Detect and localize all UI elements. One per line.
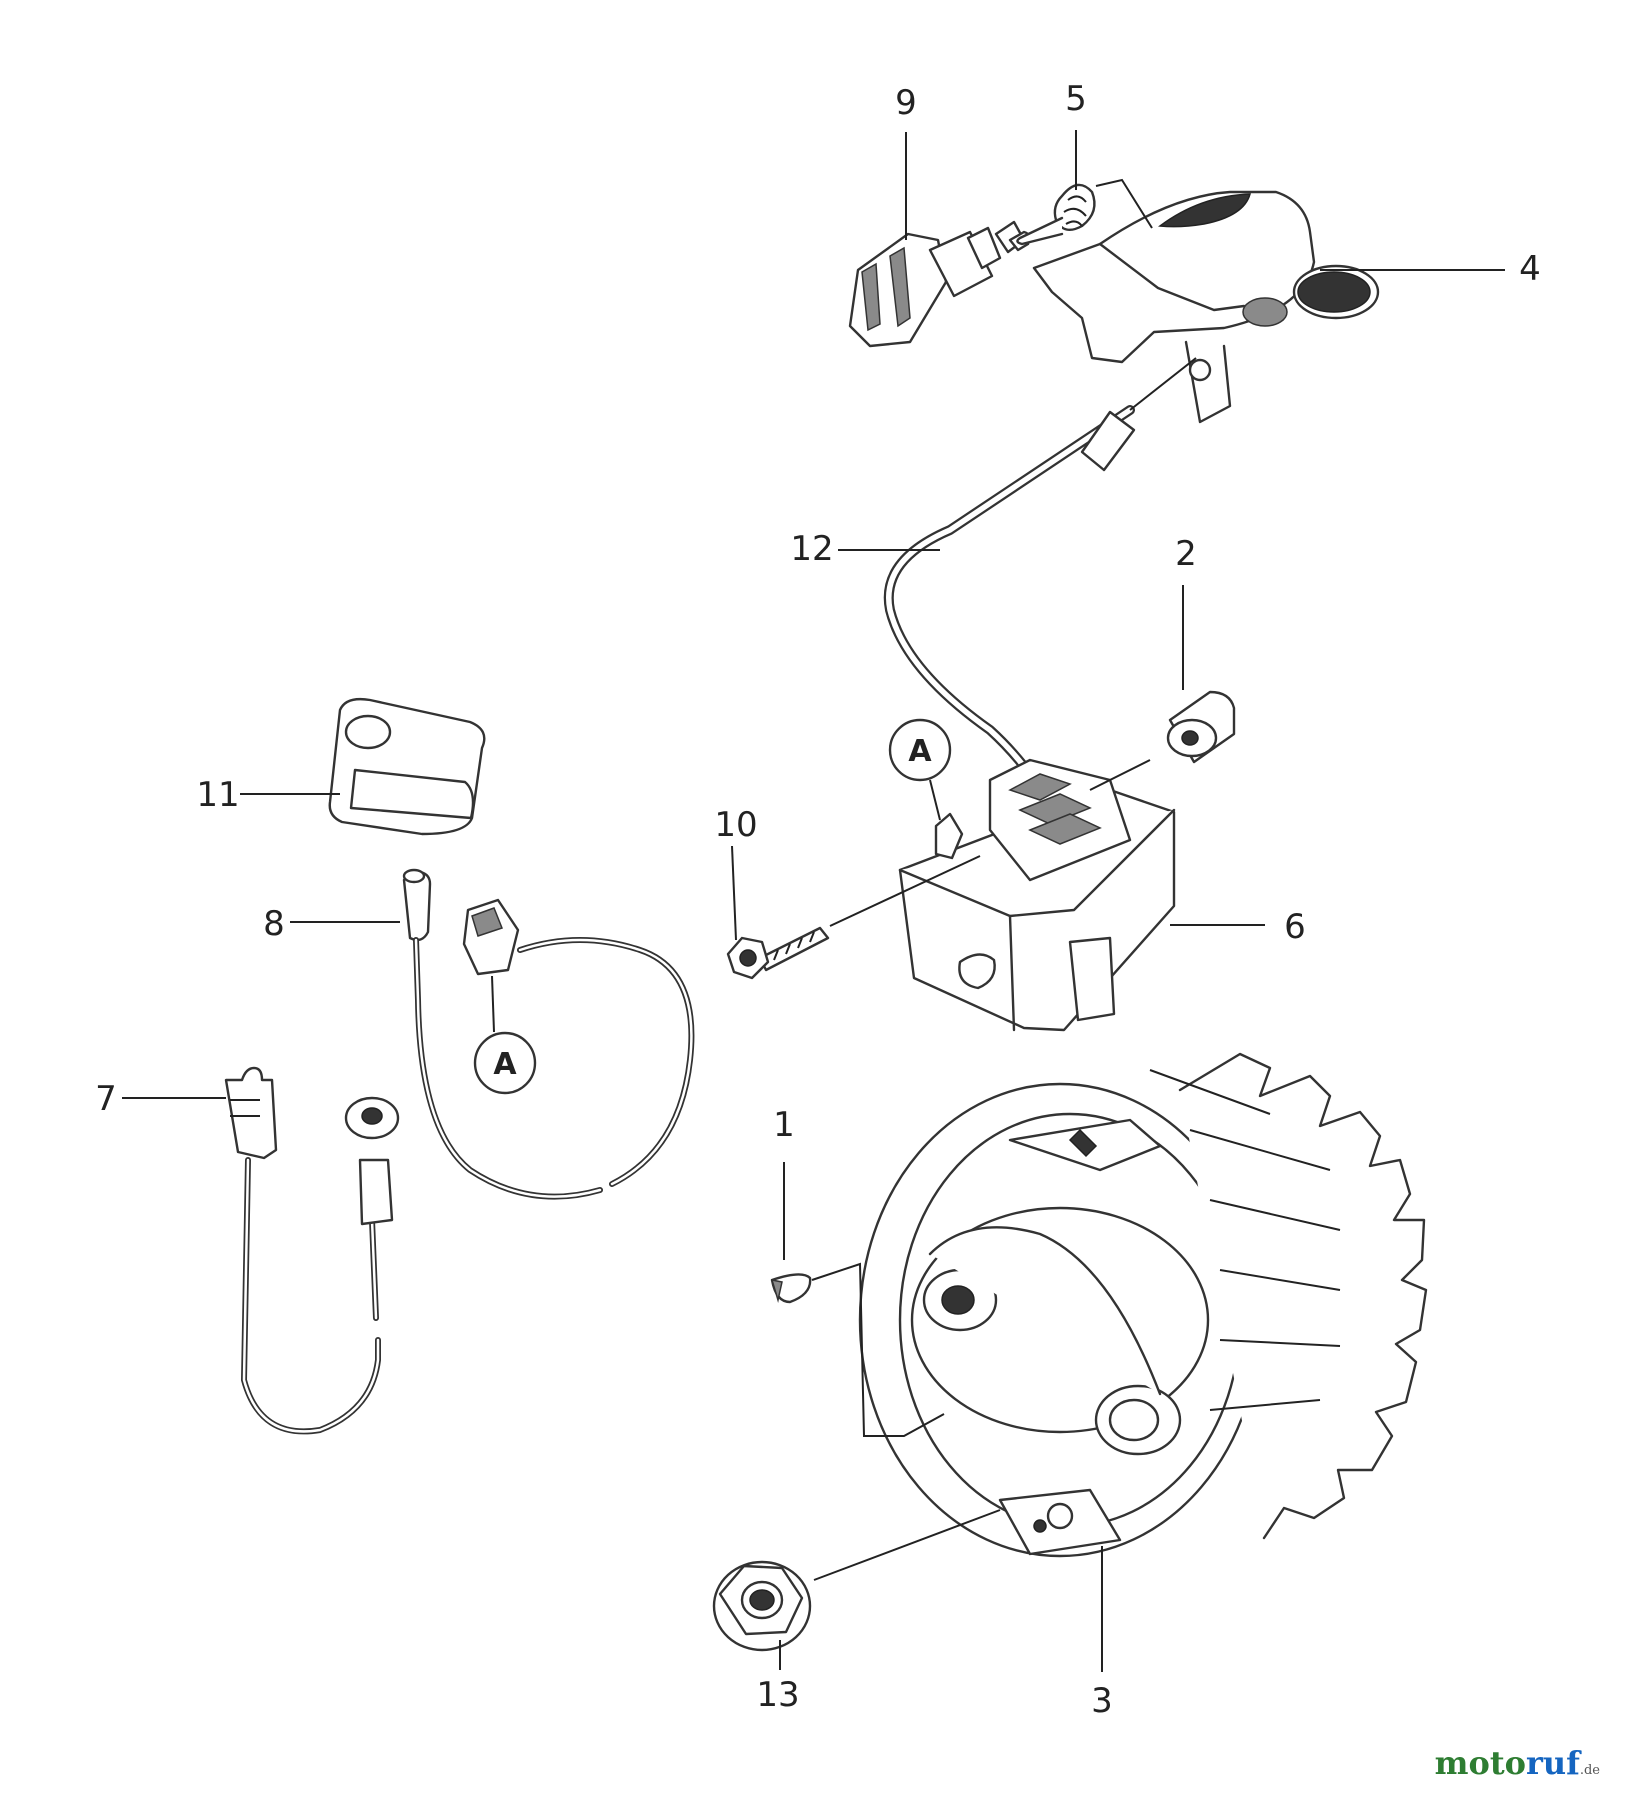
spark-plug-spring <box>1016 183 1096 246</box>
callout-4: 4 <box>1519 249 1541 289</box>
reference-marker-label: A <box>908 734 932 769</box>
stop-wire <box>402 868 695 1200</box>
leader-lines <box>122 130 1505 1672</box>
grommet <box>328 697 486 836</box>
spark-plug <box>848 220 1031 348</box>
callout-5: 5 <box>1065 79 1087 119</box>
spacer <box>1166 690 1236 764</box>
callout-7: 7 <box>95 1079 117 1119</box>
callout-9: 9 <box>895 83 917 123</box>
callout-labels: 1 2 3 4 5 6 7 8 9 10 11 12 13 <box>95 79 1541 1721</box>
watermark-brand-part1: moto <box>1434 1744 1526 1782</box>
reference-marker-a-lower: A <box>473 1031 537 1095</box>
watermark-brand-part2: ruf <box>1525 1744 1580 1782</box>
ignition-module <box>898 758 1176 1032</box>
callout-13: 13 <box>756 1675 799 1715</box>
callout-8: 8 <box>263 904 285 944</box>
ground-lead <box>224 1066 400 1435</box>
reference-marker-label: A <box>493 1047 517 1082</box>
callout-10: 10 <box>714 805 757 845</box>
callout-1: 1 <box>773 1105 795 1145</box>
callout-12: 12 <box>790 529 833 569</box>
flywheel <box>858 1052 1428 1558</box>
callout-2: 2 <box>1175 534 1197 574</box>
plug-boot <box>1032 190 1380 424</box>
woodruff-key <box>770 1273 812 1304</box>
watermark-tld: .de <box>1579 1763 1600 1778</box>
callout-11: 11 <box>196 775 239 815</box>
callout-6: 6 <box>1284 907 1306 947</box>
reference-marker-a-upper: A <box>888 718 952 782</box>
site-watermark: motoruf.de <box>1435 1744 1600 1782</box>
callout-3: 3 <box>1091 1681 1113 1721</box>
flywheel-nut <box>712 1560 812 1652</box>
mounting-screw <box>726 926 830 980</box>
